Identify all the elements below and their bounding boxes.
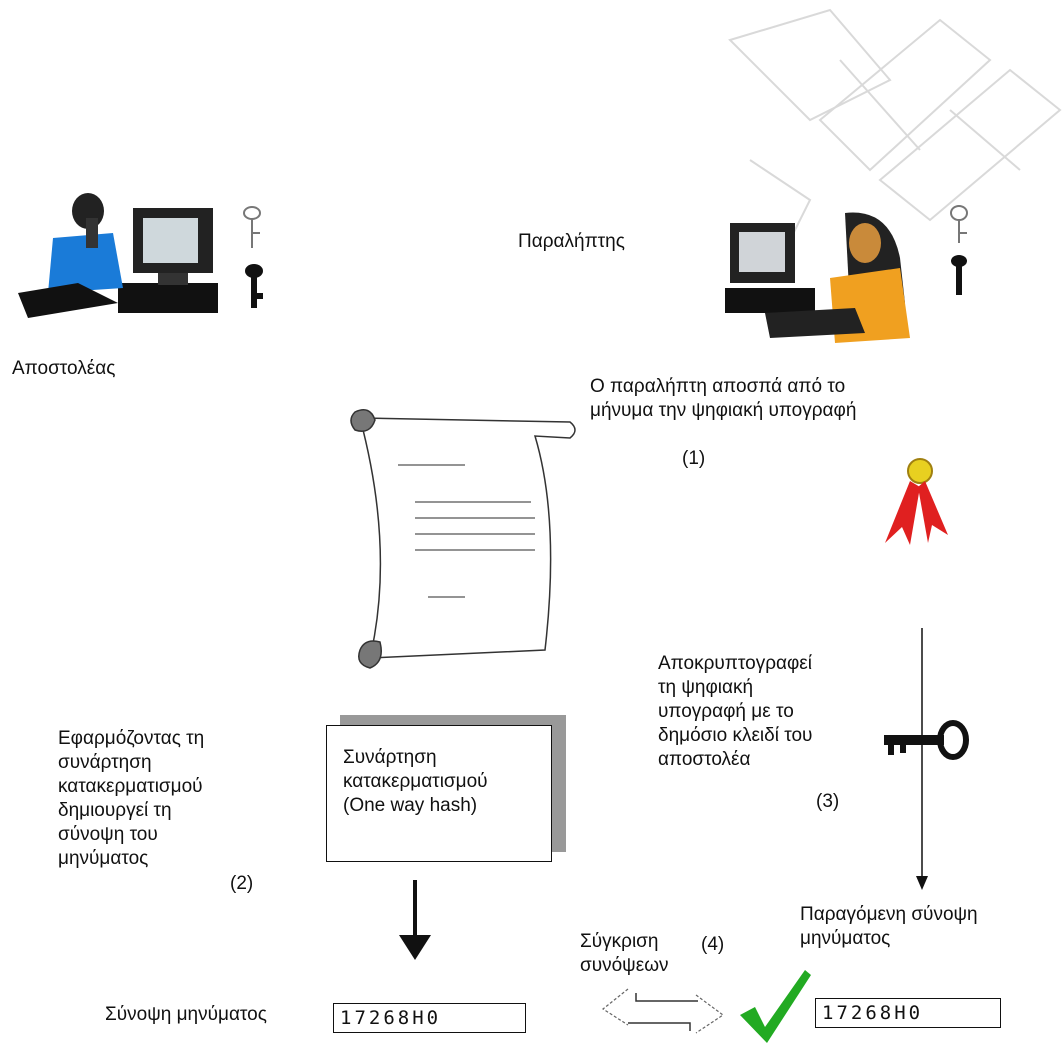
step1-text: Ο παραλήπτη αποσπά από το μήνυμα την ψηφ… xyxy=(590,376,857,421)
produced-digest-label: Παραγόμενη σύνοψη μηνύματος xyxy=(800,904,978,949)
digest-value-right: 17268H0 xyxy=(815,998,1001,1028)
receiver-keys-icon xyxy=(950,205,968,295)
step2-number: (2) xyxy=(230,873,254,894)
sender-keys-icon xyxy=(243,206,263,308)
message-scroll-icon xyxy=(350,409,576,669)
signature-ribbon-icon xyxy=(885,458,948,545)
sender-computer-illustration xyxy=(18,193,218,318)
step3-text: Αποκρυπτογραφεί τη ψηφιακή υπογραφή με τ… xyxy=(658,653,813,770)
step1-number: (1) xyxy=(682,448,706,469)
public-key-icon xyxy=(884,720,969,760)
receiver-computer-illustration xyxy=(725,212,910,343)
decrypt-down-arrow xyxy=(916,628,928,890)
compare-arrows-icon xyxy=(601,988,725,1034)
hash-function-label: Συνάρτηση κατακερματισμού (One way hash) xyxy=(343,747,488,816)
hash-function-box: Συνάρτηση κατακερματισμού (One way hash) xyxy=(326,725,552,862)
step4-number: (4) xyxy=(701,934,725,955)
watermark-logo xyxy=(728,8,1062,241)
sender-label: Αποστολέας xyxy=(12,358,116,379)
hash-output-arrow xyxy=(399,880,431,960)
digest-value-left: 17268H0 xyxy=(333,1003,526,1033)
step3-number: (3) xyxy=(816,791,840,812)
compare-label: Σύγκριση συνόψεων xyxy=(580,931,669,976)
step2-text: Εφαρμόζοντας τη συνάρτηση κατακερματισμο… xyxy=(58,728,205,869)
check-mark-icon xyxy=(740,970,811,1043)
digest-label: Σύνοψη μηνύματος xyxy=(105,1004,267,1025)
receiver-label: Παραλήπτης xyxy=(518,231,625,252)
